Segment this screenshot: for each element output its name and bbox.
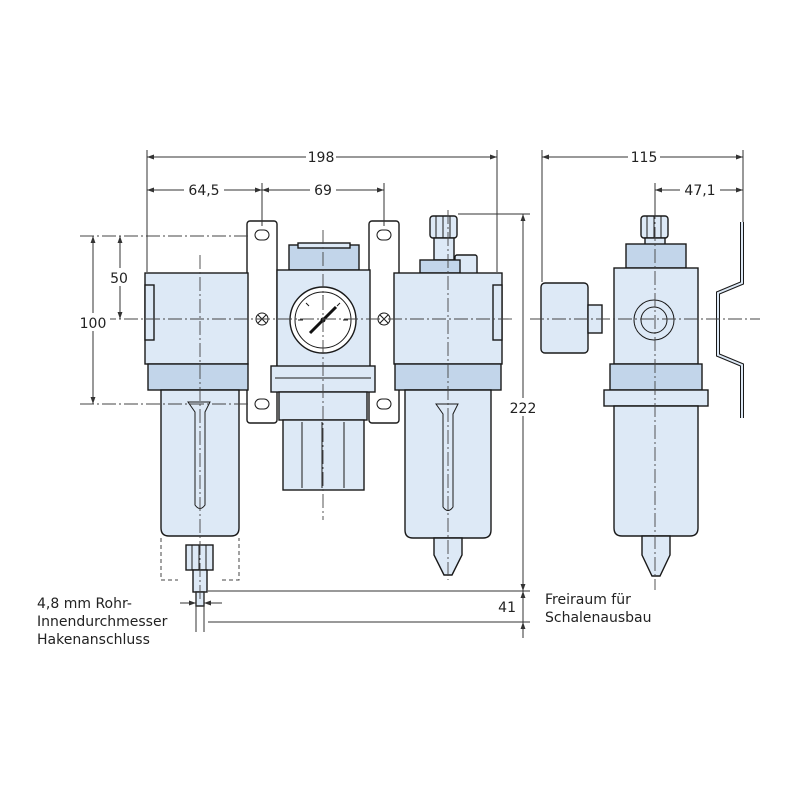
front-center-lines <box>80 210 512 600</box>
side-view <box>530 205 760 590</box>
front-view <box>80 210 512 607</box>
left-bracket <box>246 220 278 424</box>
dim-47-1: 47,1 <box>684 183 715 199</box>
dim-115: 115 <box>631 150 658 166</box>
tube-note-line3: Hakenanschluss <box>37 632 150 648</box>
dim-100: 100 <box>80 316 107 332</box>
filter-unit <box>144 272 249 607</box>
clearance-note-line2: Schalenausbau <box>545 610 652 626</box>
dim-222: 222 <box>510 401 537 417</box>
dim-198: 198 <box>308 150 335 166</box>
dim-41: 41 <box>498 600 516 616</box>
tube-note: 4,8 mm Rohr- Innendurchmesser Hakenansch… <box>37 596 168 648</box>
dim-64-5: 64,5 <box>188 183 219 199</box>
dimension-labels: 198 64,5 69 115 47,1 50 100 222 41 <box>76 147 720 616</box>
clearance-note-line1: Freiraum für <box>545 592 631 608</box>
dim-69: 69 <box>314 183 332 199</box>
dim-50: 50 <box>110 271 128 287</box>
clearance-note: Freiraum für Schalenausbau <box>545 592 652 626</box>
tube-note-line2: Innendurchmesser <box>37 614 168 630</box>
tube-note-line1: 4,8 mm Rohr- <box>37 596 132 612</box>
